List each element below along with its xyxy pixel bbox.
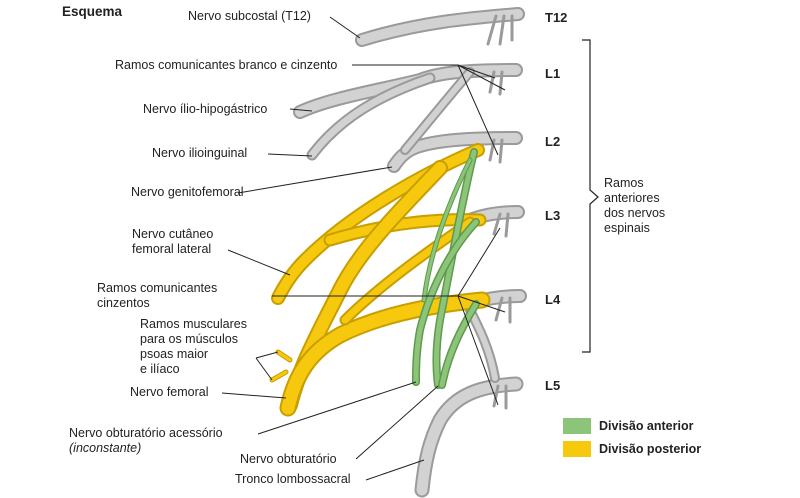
level-label-l4: L4 xyxy=(545,292,561,307)
level-label-t12: T12 xyxy=(545,10,568,25)
gray-nerves xyxy=(293,7,527,498)
legend-label-posterior: Divisão posterior xyxy=(599,442,702,456)
ramos-anteriores-brace xyxy=(582,39,599,353)
label-subcostal: Nervo subcostal (T12) xyxy=(188,9,311,23)
legend-swatch-anterior xyxy=(563,418,591,434)
label-cutaneo-femoral-lateral: Nervo cutâneo femoral lateral xyxy=(132,227,214,256)
label-ramos-musculares: Ramos musculares para os músculos psoas … xyxy=(140,317,247,376)
legend-swatch-posterior xyxy=(563,441,591,457)
label-inconstante: (inconstante) xyxy=(69,441,142,455)
label-ilioinguinal: Nervo ilioinguinal xyxy=(152,146,248,160)
level-label-l2: L2 xyxy=(545,134,561,149)
legend-label-anterior: Divisão anterior xyxy=(599,419,694,433)
label-obturatorio: Nervo obturatório xyxy=(240,452,337,466)
leader-lines xyxy=(221,16,506,481)
label-genitofemoral: Nervo genitofemoral xyxy=(131,185,244,199)
label-obturatorio-acessorio: Nervo obturatório acessório (inconstante… xyxy=(69,426,223,455)
label-femoral: Nervo femoral xyxy=(130,385,209,399)
label-ramos-comunicantes-bc: Ramos comunicantes branco e cinzento xyxy=(115,58,338,72)
label-ilio-hipogastrico: Nervo ílio-hipogástrico xyxy=(143,102,268,116)
legend-posterior: Divisão posterior xyxy=(563,441,701,457)
label-ramos-anteriores: Ramos anteriores dos nervos espinais xyxy=(604,176,666,235)
anterior-division-nerves xyxy=(412,148,480,389)
diagram-title: Esquema xyxy=(62,4,123,19)
level-label-l5: L5 xyxy=(545,378,561,393)
label-tronco-lombossacral: Tronco lombossacral xyxy=(235,472,351,486)
label-ramos-comunicantes-cinzentos: Ramos comunicantes cinzentos xyxy=(97,281,218,310)
level-label-l1: L1 xyxy=(545,66,561,81)
legend-anterior: Divisão anterior xyxy=(563,418,693,434)
level-label-l3: L3 xyxy=(545,208,561,223)
